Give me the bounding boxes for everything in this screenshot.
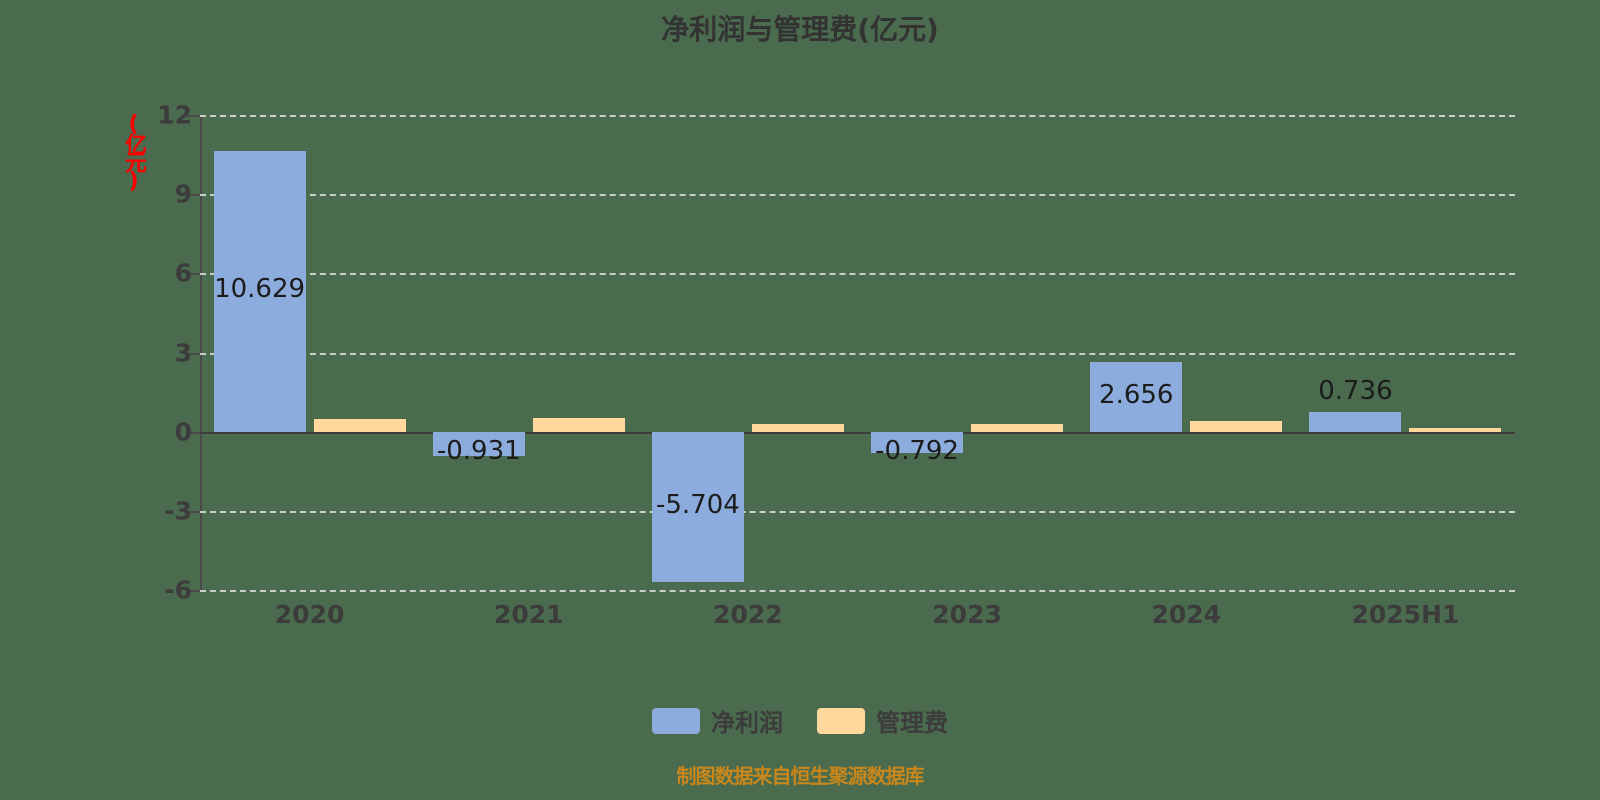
y-tick-label: 3 — [174, 338, 192, 367]
chart-title: 净利润与管理费(亿元) — [661, 13, 939, 46]
plot-area — [200, 115, 1515, 592]
gridline — [200, 510, 1515, 513]
y-tick-label: 9 — [174, 179, 192, 209]
legend-swatch-net-profit — [652, 707, 700, 734]
zero-baseline — [200, 431, 1515, 434]
bar-admin-expense[interactable] — [971, 423, 1064, 432]
y-tick-label: 6 — [174, 258, 192, 288]
y-axis-unit-label: (亿元) — [121, 112, 146, 190]
bar-admin-expense[interactable] — [1190, 420, 1283, 432]
bar-net-profit[interactable] — [651, 431, 744, 583]
bar-admin-expense[interactable] — [1409, 427, 1502, 432]
legend-item-net-profit[interactable]: 净利润 — [652, 703, 783, 738]
y-tick-label: 0 — [174, 417, 192, 447]
bar-admin-expense[interactable] — [532, 418, 625, 432]
gridline — [200, 273, 1515, 276]
bar-value-label: -0.931 — [436, 435, 521, 466]
bar-value-label: -0.792 — [875, 435, 959, 466]
x-tick-label: 2024 — [1151, 600, 1222, 629]
bar-value-label: -5.704 — [655, 489, 740, 520]
chart-legend: 净利润 管理费 — [0, 703, 1600, 738]
y-tick-label: 12 — [157, 100, 192, 130]
y-tick-label: -3 — [164, 496, 192, 526]
y-tick-mark — [186, 590, 200, 592]
y-tick-mark — [186, 510, 200, 513]
gridline — [200, 590, 1515, 592]
gridline — [200, 194, 1515, 197]
bar-value-label: 10.629 — [214, 274, 306, 305]
x-tick-label: 2022 — [713, 600, 783, 629]
y-tick-mark — [186, 115, 200, 117]
gridline — [200, 352, 1515, 355]
bar-net-profit[interactable] — [871, 431, 964, 453]
bar-value-label: 2.656 — [1099, 379, 1174, 410]
bar-net-profit[interactable] — [1309, 412, 1402, 432]
x-tick-label: 2025H1 — [1351, 600, 1460, 629]
legend-item-admin-expense[interactable]: 管理费 — [817, 703, 948, 738]
y-tick-mark — [186, 431, 200, 434]
y-tick-mark — [186, 352, 200, 355]
bar-value-label: 0.736 — [1318, 376, 1393, 407]
y-tick-mark — [186, 194, 200, 197]
footer-source-note: 制图数据来自恒生聚源数据库 — [676, 764, 925, 788]
bar-admin-expense[interactable] — [751, 423, 844, 432]
bar-net-profit[interactable] — [432, 431, 525, 457]
y-tick-mark — [186, 273, 200, 276]
x-tick-label: 2021 — [493, 600, 564, 629]
x-tick-label: 2020 — [274, 600, 345, 629]
bar-net-profit[interactable] — [213, 151, 306, 432]
legend-label-admin-expense: 管理费 — [876, 709, 948, 737]
legend-label-net-profit: 净利润 — [711, 709, 783, 737]
bar-admin-expense[interactable] — [313, 418, 406, 432]
bar-net-profit[interactable] — [1090, 361, 1183, 432]
x-tick-label: 2023 — [932, 600, 1002, 629]
gridline — [200, 115, 1515, 117]
legend-swatch-admin-expense — [817, 707, 865, 734]
y-tick-label: -6 — [164, 575, 192, 605]
